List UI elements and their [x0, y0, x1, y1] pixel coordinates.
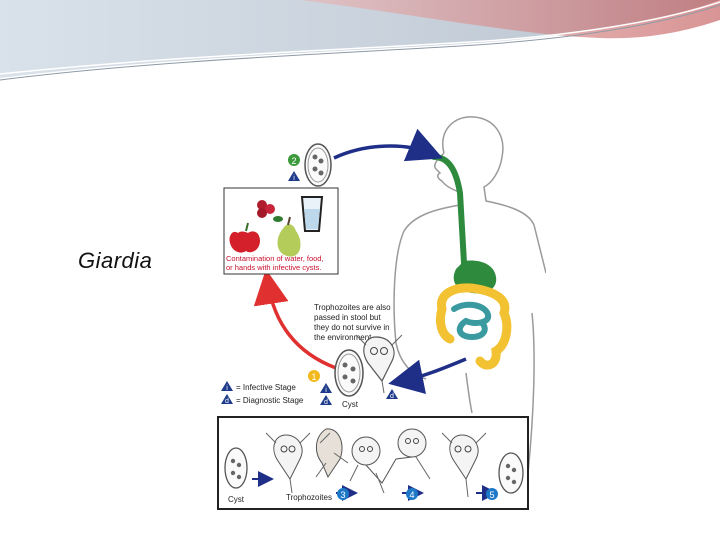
note-line-1: Trophozoites are also [314, 303, 391, 312]
contamination-arrow [253, 269, 337, 370]
infective-marker-top-label: i [293, 175, 295, 182]
slide-title: Giardia [78, 248, 153, 273]
infective-marker-main [320, 383, 332, 393]
diagnostic-marker-colon [386, 389, 398, 399]
step-2-marker [288, 154, 300, 166]
digestive-tract [431, 154, 512, 370]
top-cyst [304, 143, 332, 187]
panel-cyst [224, 447, 248, 489]
step-2-label: 2 [291, 156, 296, 166]
step-3-marker [337, 488, 349, 500]
legend-diagnostic-icon [221, 394, 233, 404]
legend-diagnostic-marker-label: d [225, 398, 229, 405]
contamination-text-line2: or hands with infective cysts. [226, 263, 321, 272]
legend-diagnostic-label: = Diagnostic Stage [236, 396, 304, 405]
panel-cyst-final [498, 452, 524, 494]
pear-icon [273, 216, 301, 257]
step-5-marker [486, 488, 498, 500]
panel-trophozoites-label: Trophozoites [286, 493, 332, 502]
note-line-4: the environment. [314, 333, 374, 342]
infective-marker-main-label: i [325, 387, 327, 394]
diagnostic-marker-main-label: d [324, 399, 328, 406]
panel-dividing-trophozoites [349, 428, 431, 494]
ingestion-arrow [333, 128, 443, 162]
panel-cyst-label: Cyst [228, 495, 245, 504]
note-line-2: passed in stool but [314, 313, 381, 322]
cyst-label: Cyst [342, 400, 359, 409]
giardia-life-cycle-diagram: 2 i Contamination of water, food, or han… [217, 116, 546, 510]
legend-infective-marker-label: i [226, 385, 228, 392]
legend-infective-label: = Infective Stage [236, 383, 296, 392]
step-4-marker [406, 488, 418, 500]
diagnostic-marker-colon-label: d [390, 393, 394, 400]
apple-icon [229, 222, 260, 253]
legend-infective-icon [221, 381, 233, 391]
diagnostic-marker-main [320, 395, 332, 405]
infective-marker-top [288, 171, 300, 181]
panel-trophozoite-2 [315, 428, 349, 479]
step-5-label: 5 [489, 490, 494, 500]
step-1-marker [308, 370, 320, 382]
water-glass-icon [300, 196, 324, 232]
step-3-label: 3 [340, 490, 345, 500]
contamination-text-line1: Contamination of water, food, [226, 254, 324, 263]
main-cyst [334, 349, 364, 397]
trophozoite-middle [355, 334, 403, 394]
header-swoosh-decoration [0, 0, 720, 81]
step-4-label: 4 [409, 490, 414, 500]
berries-icon [257, 200, 275, 218]
note-line-3: they do not survive in [314, 323, 390, 332]
step-1-label: 1 [311, 372, 316, 382]
panel-trophozoite-3 [441, 432, 487, 498]
panel-trophozoite-1 [265, 432, 311, 494]
excretion-arrow [388, 357, 467, 395]
